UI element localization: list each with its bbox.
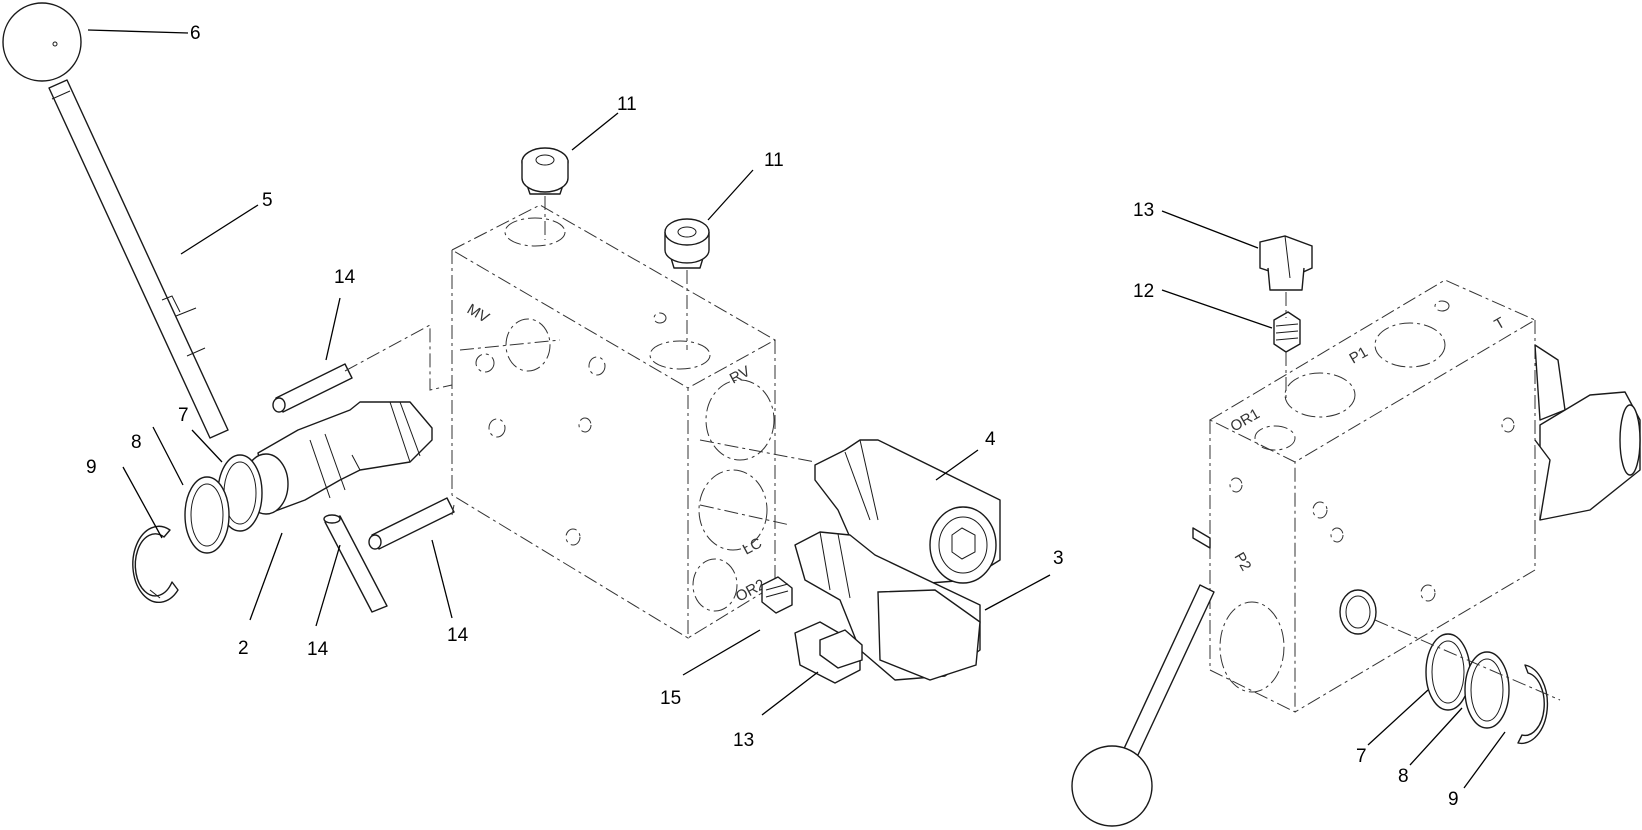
o-ring-12: [1273, 311, 1301, 353]
left-valve-assembly: MV RV LC OR2: [2, 2, 1001, 684]
right-valve-assembly: OR1 P1 T P2: [1071, 235, 1641, 827]
callout-12: 12: [1133, 281, 1154, 302]
callout-14: 14: [307, 639, 329, 660]
handle-knob: [2, 2, 82, 82]
callout-13: 13: [1133, 200, 1154, 221]
callout-3: 3: [1053, 548, 1064, 569]
port-label-or1: OR1: [1228, 405, 1263, 435]
port-plugs-11: [521, 147, 710, 269]
callout-7: 7: [1356, 746, 1367, 767]
valve-spool: [243, 401, 433, 515]
right-rear-cartridges: [1534, 344, 1641, 521]
handle-rod: [48, 79, 229, 439]
port-label-mv: MV: [464, 301, 492, 327]
callout-6: 6: [190, 23, 201, 44]
right-leader-lines: [1161, 210, 1506, 789]
callout-9: 9: [86, 457, 97, 478]
callout-7: 7: [178, 405, 189, 426]
callout-2: 2: [238, 638, 249, 659]
callout-9: 9: [1448, 789, 1459, 810]
callout-5: 5: [262, 190, 273, 211]
port-label-t: T: [1492, 314, 1508, 333]
roll-pins: [272, 324, 455, 613]
right-valve-block: OR1 P1 T P2: [1208, 279, 1537, 713]
plug-13-right: [1259, 235, 1313, 291]
load-control-cartridge: [794, 531, 981, 681]
callout-4: 4: [985, 429, 996, 450]
right-handle: [1071, 527, 1215, 827]
right-spool-end: [1339, 589, 1377, 635]
plug-13-left: [794, 621, 863, 684]
callout-14: 14: [334, 267, 356, 288]
callout-15: 15: [660, 688, 681, 709]
set-screw-15: [761, 576, 793, 614]
right-seal-washers: [1425, 633, 1549, 745]
left-valve-block: MV RV LC OR2: [450, 204, 777, 639]
right-callouts: 13 12 7 8 9: [1133, 200, 1459, 810]
callout-8: 8: [131, 432, 142, 453]
port-label-p2: P2: [1231, 550, 1255, 574]
callout-8: 8: [1398, 766, 1409, 787]
callout-13: 13: [733, 730, 754, 751]
left-callouts: 6 5 14 11 11 9 8 7 4 3 2 14 14 15 13: [86, 23, 1064, 751]
port-label-rv: RV: [727, 363, 753, 388]
callout-11: 11: [617, 94, 637, 115]
callout-11: 11: [764, 150, 784, 171]
seal-washers: [132, 454, 263, 604]
port-label-lc: LC: [740, 534, 765, 558]
left-leader-lines: [87, 29, 1051, 716]
callout-14: 14: [447, 625, 469, 646]
port-label-p1: P1: [1347, 344, 1371, 368]
